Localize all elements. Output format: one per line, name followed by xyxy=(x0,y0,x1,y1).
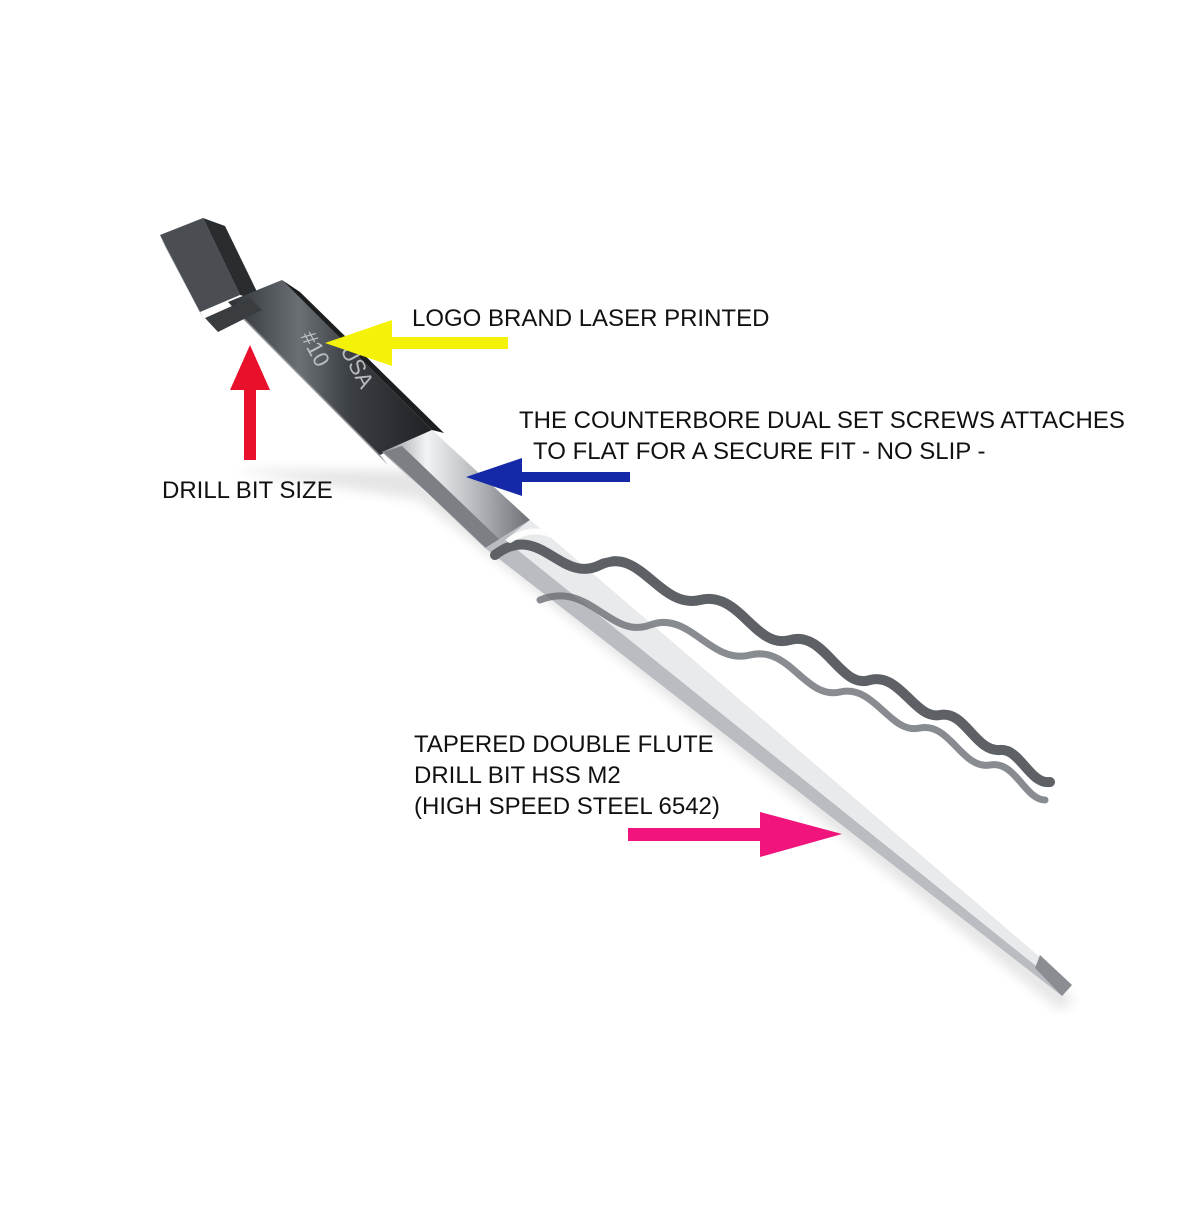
taper-annotation-line2: DRILL BIT HSS M2 xyxy=(414,762,621,789)
logo-arrow xyxy=(325,320,508,366)
taper-arrow xyxy=(628,812,842,857)
taper-annotation-line1: TAPERED DOUBLE FLUTE xyxy=(414,731,714,758)
size-annotation: DRILL BIT SIZE xyxy=(162,477,333,504)
counterbore-annotation-line1: THE COUNTERBORE DUAL SET SCREWS ATTACHES xyxy=(519,407,1125,434)
drill-shaft xyxy=(382,430,530,548)
fluted-drill-body xyxy=(485,520,1072,996)
logo-annotation: LOGO BRAND LASER PRINTED xyxy=(412,305,770,332)
taper-annotation-line3: (HIGH SPEED STEEL 6542) xyxy=(414,793,720,820)
counterbore-arrow xyxy=(466,458,630,496)
size-arrow xyxy=(230,345,270,460)
counterbore-annotation-line2: TO FLAT FOR A SECURE FIT - NO SLIP - xyxy=(533,438,986,465)
